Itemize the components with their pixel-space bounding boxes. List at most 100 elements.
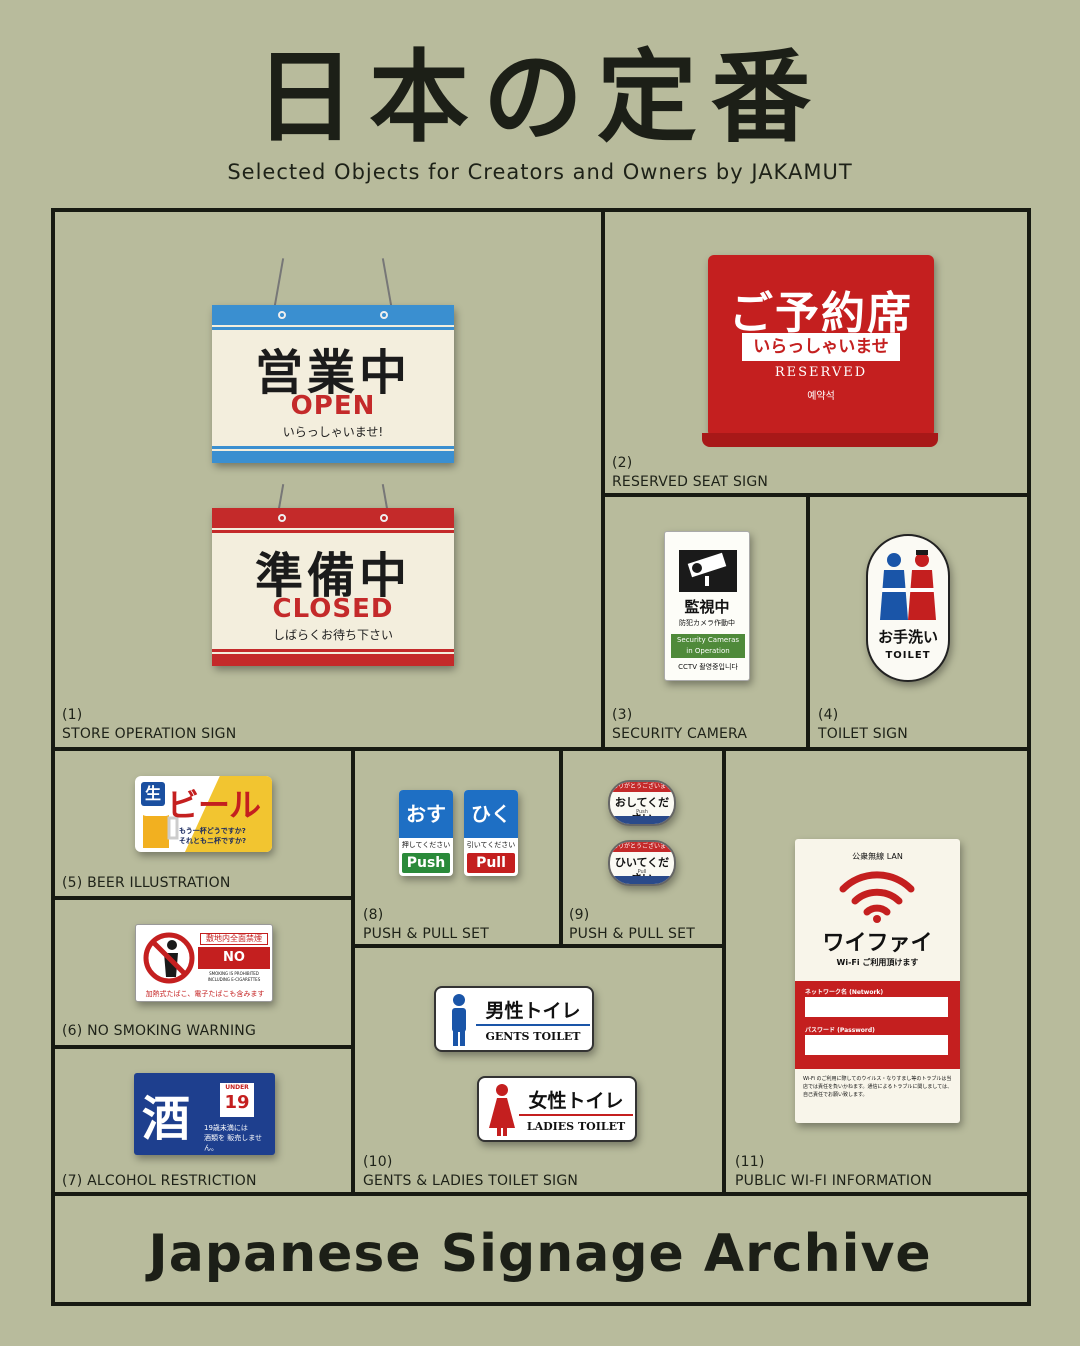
gents-toilet-sign: 男性トイレ GENTS TOILET xyxy=(434,986,594,1052)
cell-label-11: (11) PUBLIC WI-FI INFORMATION xyxy=(735,1154,933,1189)
closed-sign-bottom-stripe xyxy=(212,649,454,652)
chain-closed-right xyxy=(381,484,389,510)
cell-label-6: (6) NO SMOKING WARNING xyxy=(62,1023,256,1039)
pull-sign-a: ひく 引いてください Pull xyxy=(464,790,518,876)
wifi-sign-credentials-panel: ネットワーク名 (Network) パスワード (Password) xyxy=(795,981,960,1069)
nosmoking-sign: 敷地内全面禁煙 NO SMOKING SMOKING IS PROHIBITED… xyxy=(135,924,273,1002)
push-sign-a-btm: Push xyxy=(402,853,450,873)
wifi-sign: 公衆無線 LAN ワイファイ Wi-Fi ご利用頂けます ネットワーク名 (Ne… xyxy=(795,839,960,1123)
open-sign-sub: いらっしゃいませ! xyxy=(282,425,384,439)
nosmoking-sign-bottom: 加熱式たばこ、電子たばこも含みます xyxy=(145,990,265,998)
grid-h-mid xyxy=(51,747,1031,751)
open-sign-stripe xyxy=(212,327,454,330)
reserved-sign: ご予約席 いらっしゃいませ RESERVED 예약석 xyxy=(702,255,938,447)
reserved-sign-bar: いらっしゃいませ xyxy=(742,333,900,361)
reserved-sign-ko: 예약석 xyxy=(807,391,835,402)
grid-h-beer xyxy=(51,896,355,900)
grid-outer-right xyxy=(1027,208,1031,1306)
push-sign-a-mid: 押してください xyxy=(401,841,451,849)
wifi-sign-note: Wi-Fi のご利用に際してのウイルス・なりすまし等のトラブルは当店では責任を負… xyxy=(803,1076,953,1098)
open-sign-bottom-band xyxy=(212,451,454,463)
closed-sign-top-band xyxy=(212,508,454,528)
grid-h-footer xyxy=(51,1192,1031,1196)
ladies-toilet-sign: 女性トイレ LADIES TOILET xyxy=(477,1076,637,1142)
cctv-sign-sub: 防犯カメラ作動中 xyxy=(679,619,735,627)
grid-v-left-col xyxy=(351,747,355,1194)
push-sign-b-top: ありがとうございます xyxy=(610,782,674,792)
pull-sign-b-small: Pull xyxy=(637,869,647,875)
wifi-icon xyxy=(839,871,915,923)
cctv-sign: 監視中 防犯カメラ作動中 Security Cameras in Operati… xyxy=(664,531,750,681)
alcohol-sign-sub2: 酒類を 販売しません。 xyxy=(204,1134,263,1152)
cell-label-3: (3) SECURITY CAMERA xyxy=(612,707,748,742)
alcohol-sign: 酒 UNDER 19 19歳未満には 酒類を 販売しません。 xyxy=(134,1073,275,1155)
chain-closed-left xyxy=(277,484,285,510)
alcohol-sign-badge: UNDER 19 xyxy=(220,1083,254,1117)
beer-sign-jp: ビール xyxy=(167,786,261,824)
wifi-network-field xyxy=(805,997,948,1017)
beer-sign-nama: 生 xyxy=(141,782,165,806)
grid-v-main xyxy=(601,208,605,750)
cell-label-8: (8) PUSH & PULL SET xyxy=(363,907,489,942)
cell-label-10: (10) GENTS & LADIES TOILET SIGN xyxy=(363,1154,579,1189)
beer-sign: 生 ビール もう一杯どうですか? それともニ杯ですか? xyxy=(135,776,272,852)
cctv-sign-green-line1: Security Cameras xyxy=(676,636,740,644)
alcohol-sign-num: 19 xyxy=(224,1092,250,1113)
man-icon xyxy=(452,994,466,1046)
closed-sign-bottom-band xyxy=(212,654,454,666)
nosmoking-sign-en2: INCLUDING E-CIGARETTES xyxy=(207,977,261,982)
beer-sign-sub1: もう一杯どうですか? xyxy=(179,827,246,835)
open-sign-ring-left xyxy=(278,311,286,319)
cctv-sign-green-line2: in Operation xyxy=(686,647,730,655)
open-sign: 営業中 OPEN いらっしゃいませ! xyxy=(212,305,454,463)
ladies-toilet-sign-rule xyxy=(519,1114,633,1116)
closed-sign-stripe xyxy=(212,530,454,533)
cctv-sign-ko: CCTV 촬영중입니다 xyxy=(678,663,738,671)
open-sign-jp: 営業中 xyxy=(254,345,411,401)
reserved-sign-jp: ご予約席 xyxy=(729,288,913,339)
pull-sign-b-top: ありがとうございます xyxy=(610,842,674,852)
alcohol-sign-jp: 酒 xyxy=(142,1091,191,1147)
closed-sign-ring-left xyxy=(278,514,286,522)
grid-v-cctv-toilet xyxy=(806,493,810,750)
push-sign-b: ありがとうございます おしてください Push xyxy=(608,780,676,826)
closed-sign-jp: 準備中 xyxy=(254,548,411,604)
grid-outer-left xyxy=(51,208,55,1306)
toilet-sign-en: TOILET xyxy=(885,650,931,661)
push-sign-a-top: おす xyxy=(399,790,453,838)
push-sign-a: おす 押してください Push xyxy=(399,790,453,876)
open-sign-en: OPEN xyxy=(290,391,376,421)
nosmoking-sign-top: 敷地内全面禁煙 xyxy=(200,933,268,945)
kimono-figures-icon xyxy=(880,550,936,620)
cctv-sign-jp: 監視中 xyxy=(684,598,730,616)
pull-sign-b: ありがとうございます ひいてください Pull xyxy=(608,840,676,886)
cell-label-2: (2) RESERVED SEAT SIGN xyxy=(612,455,769,490)
no-smoking-icon xyxy=(143,932,195,984)
ladies-toilet-sign-jp: 女性トイレ xyxy=(528,1090,624,1112)
wifi-sign-top: 公衆無線 LAN xyxy=(852,852,903,861)
grid-v-wifi xyxy=(722,747,726,1194)
pull-sign-a-mid: 引いてください xyxy=(466,841,516,849)
reserved-sign-base xyxy=(702,433,938,447)
closed-sign-ring-right xyxy=(380,514,388,522)
wifi-password-field xyxy=(805,1035,948,1055)
woman-icon xyxy=(489,1084,515,1136)
wifi-sign-sub: Wi-Fi ご利用頂けます xyxy=(836,958,919,967)
cell-label-7: (7) ALCOHOL RESTRICTION xyxy=(62,1173,257,1189)
grid-outer-top xyxy=(51,208,1031,212)
pull-sign-b-bottom-band xyxy=(610,876,674,884)
closed-sign-sub: しばらくお待ち下さい xyxy=(272,628,393,642)
closed-sign-en: CLOSED xyxy=(272,594,394,624)
grid-h-reserved xyxy=(601,493,1031,497)
open-sign-bottom-stripe xyxy=(212,446,454,449)
grid-v-push-a xyxy=(559,747,563,947)
grid-h-push xyxy=(351,944,726,948)
gents-toilet-sign-jp: 男性トイレ xyxy=(485,1000,581,1022)
cell-label-4: (4) TOILET SIGN xyxy=(818,707,908,742)
gents-toilet-sign-en: GENTS TOILET xyxy=(485,1030,581,1043)
toilet-sign: お手洗い TOILET xyxy=(866,534,950,682)
camera-icon xyxy=(679,550,737,592)
chain-open-right xyxy=(381,258,393,306)
wifi-password-label: パスワード (Password) xyxy=(805,1027,875,1034)
wifi-sign-jp: ワイファイ xyxy=(822,931,933,956)
